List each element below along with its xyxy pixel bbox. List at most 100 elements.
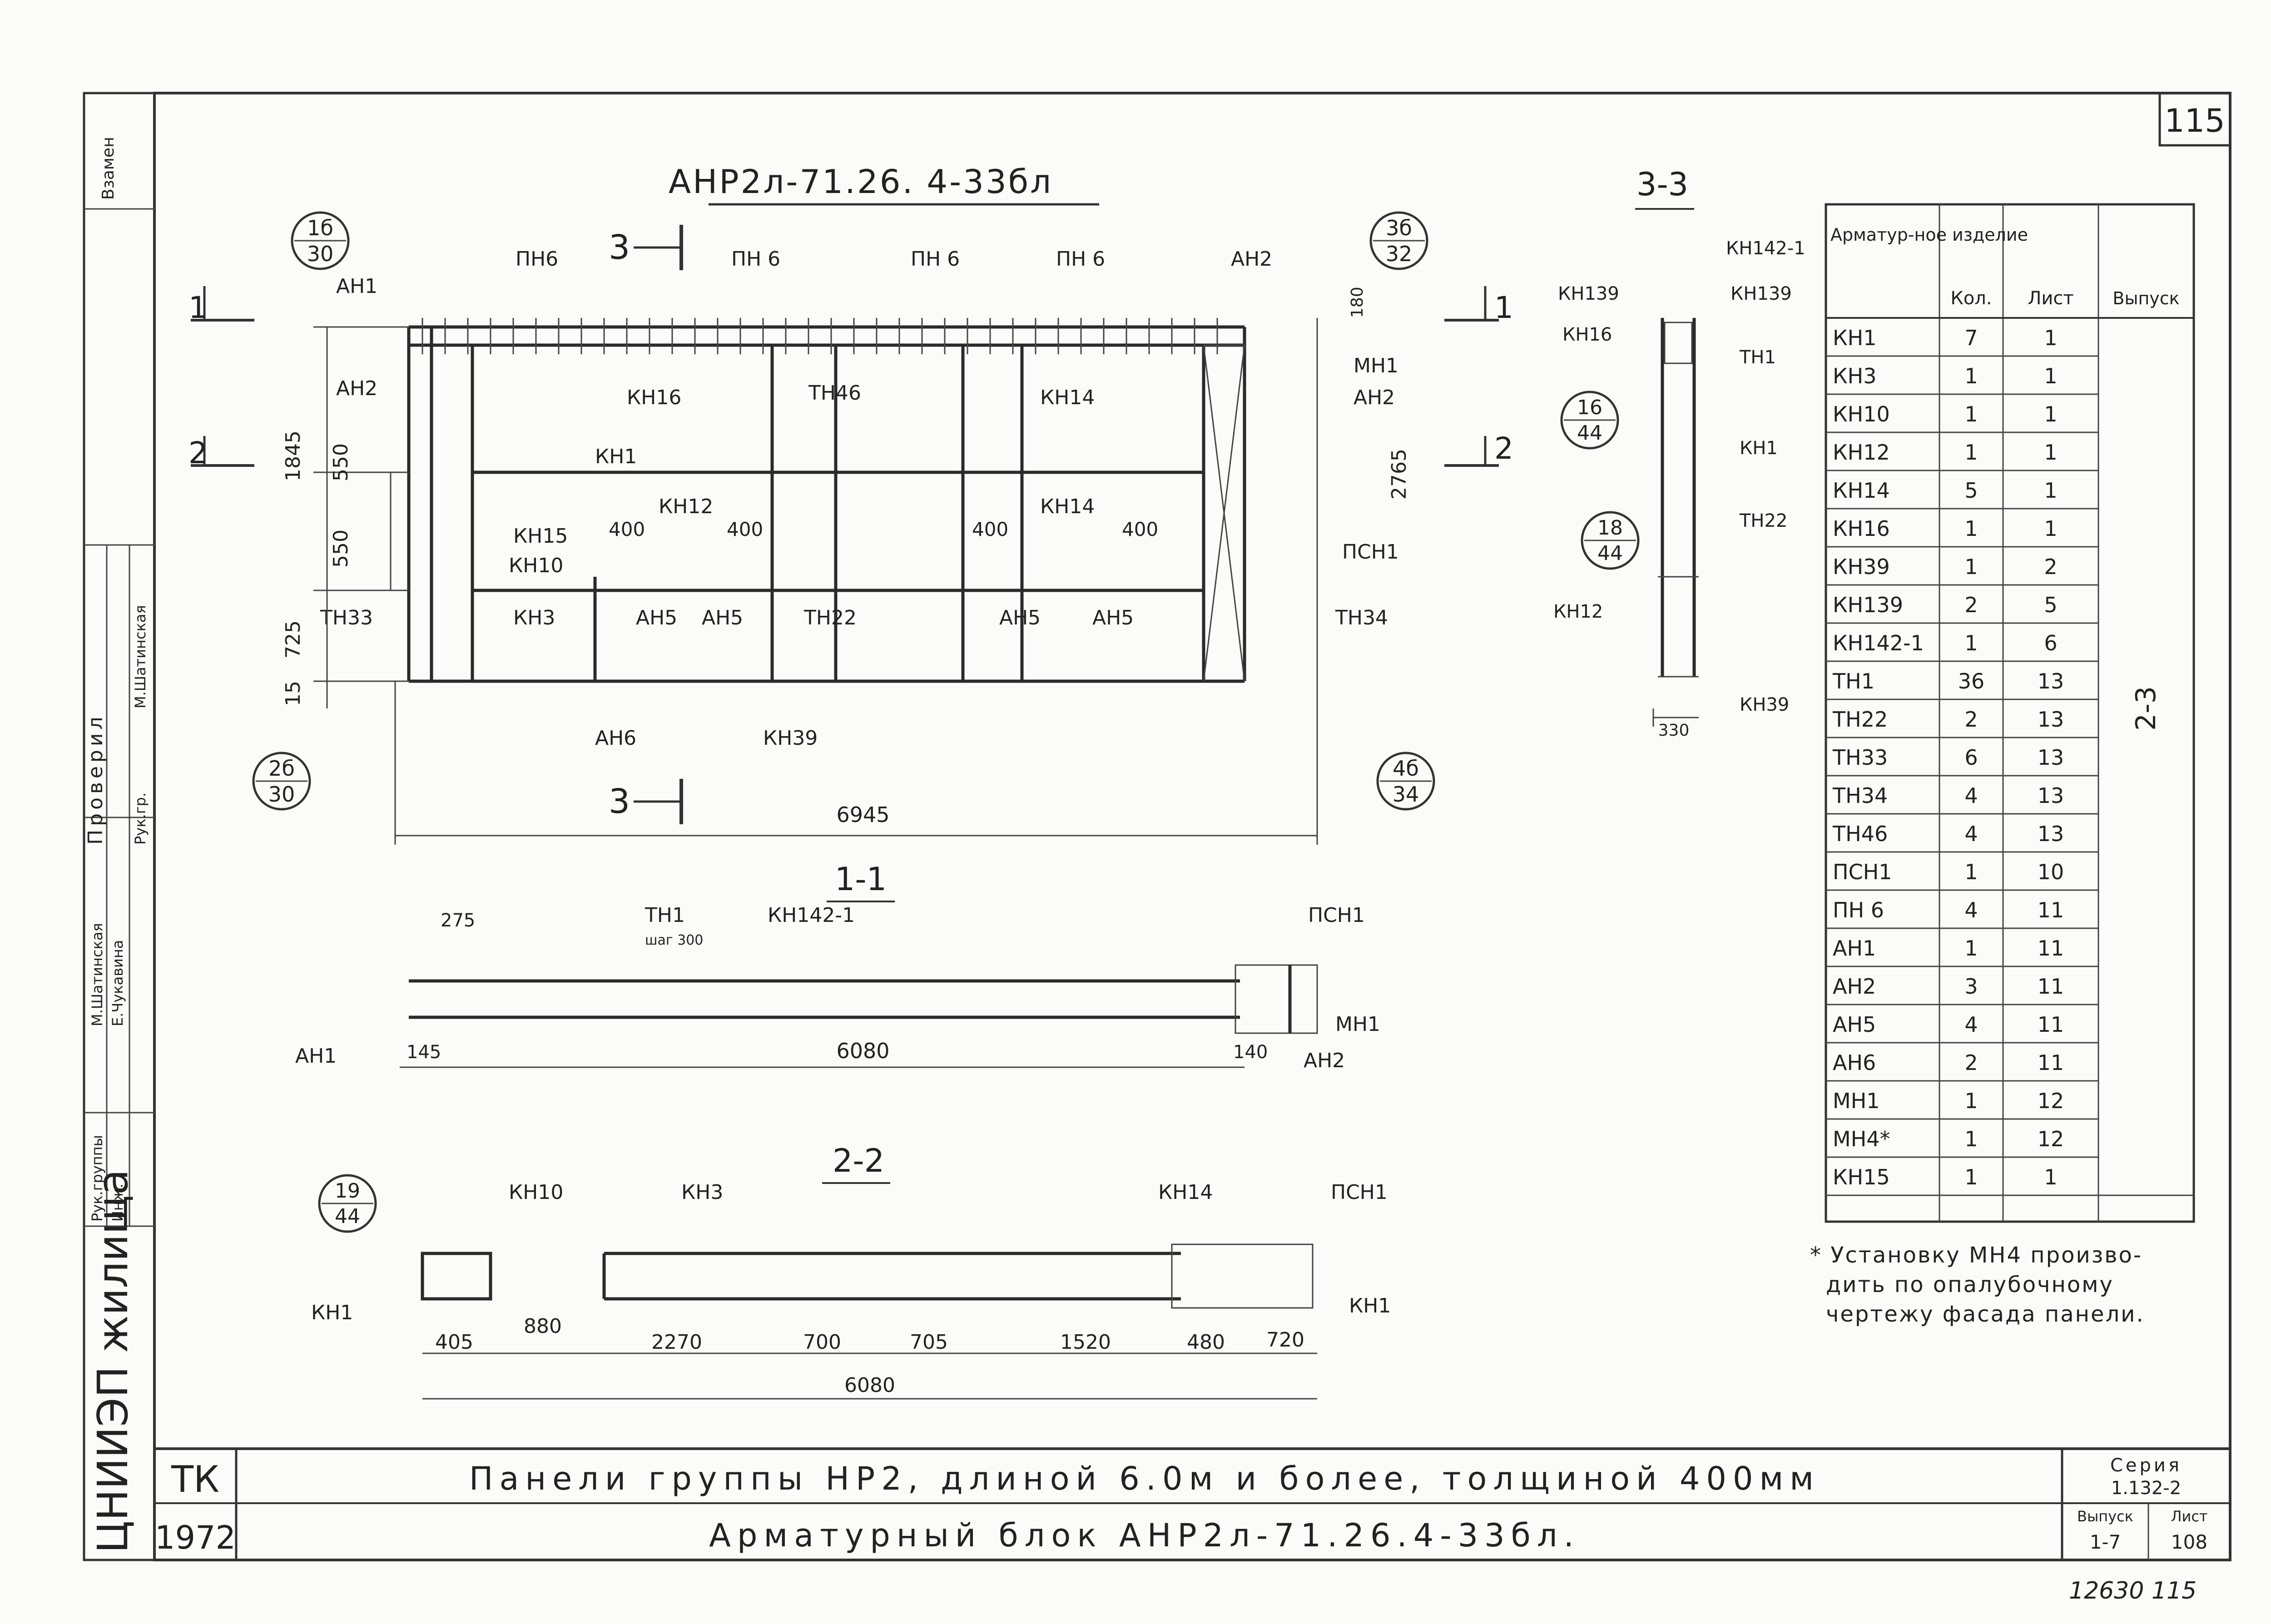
label-kn39: КН39 [763,727,818,750]
spec-cell-r11-c1: 6 [1964,745,1978,770]
title-line-1: Панели группы НР2, длиной 6.0м и более, … [469,1460,1820,1497]
s11-dim-275: 275 [441,910,475,931]
spec-cell-r22-c1: 1 [1964,1165,1978,1189]
spec-cell-r20-c2: 12 [2038,1089,2064,1113]
bubble-3-bottom: 30 [268,782,295,807]
label-an2-left: АН2 [336,377,377,400]
label-an2-right: АН2 [1354,386,1395,409]
s33-label-kn142: КН142-1 [1726,238,1805,259]
spec-cell-r3-c2: 1 [2044,440,2057,465]
elevation-ticks [421,318,1218,354]
spec-cell-r16-c2: 11 [2038,936,2064,961]
label-tn33: ТН33 [320,606,373,629]
s11-label-step: шаг 300 [645,932,703,948]
s33-label-kn1: КН1 [1740,438,1778,459]
dim-400-3: 400 [972,518,1008,540]
label-pn6-3: ПН 6 [911,248,960,271]
spec-cell-r4-c0: КН14 [1833,478,1890,503]
section-2-2-title: 2-2 [833,1142,884,1179]
issue-value: 1-7 [2090,1531,2121,1553]
s11-label-tn1: ТН1 [645,904,685,927]
spec-cell-r5-c2: 1 [2044,516,2057,541]
bubble-2-top: 3б [1386,216,1412,240]
left-strip-frame [83,92,156,1561]
spec-table: Арматур-ное изделие Кол. Лист Выпуск 2-3 [1825,203,2195,1223]
s22-label-psn1: ПСН1 [1331,1181,1388,1204]
section-1-1-title: 1-1 [835,861,887,898]
dim-1845: 1845 [282,431,305,481]
spec-cell-r19-c0: АН6 [1833,1050,1876,1075]
spec-header-issue: Выпуск [2112,288,2179,308]
bubble-4-bottom: 34 [1393,782,1419,807]
section-marks: 1 2 1 2 3 3 [188,225,1513,824]
s11-label-mn1: МН1 [1335,1013,1380,1036]
spec-cell-r9-c2: 13 [2038,669,2064,693]
section-mark-2-right: 2 [1494,431,1513,466]
series-label: Серия [2110,1455,2182,1476]
spec-cell-r6-c1: 1 [1964,555,1978,579]
spec-cell-r13-c0: ТН46 [1832,822,1888,846]
spec-cell-r6-c0: КН39 [1833,555,1890,579]
section-1-1-labels: ТН1 шаг 300 КН142-1 ПСН1 МН1 АН1 АН2 275… [295,904,1380,1072]
spec-cell-r19-c1: 2 [1964,1050,1978,1075]
dim-180: 180 [1348,287,1367,318]
spec-cell-r18-c1: 4 [1964,1012,1978,1037]
role-engineer: Инж. [109,1183,126,1222]
name-3: М.Шатинская [132,605,149,708]
spec-cell-r8-c2: 6 [2044,631,2057,655]
section-mark-2: 2 [188,436,208,470]
spec-header-sheet: Лист [2028,288,2073,309]
label-kn15: КН15 [513,525,568,548]
role-group-lead: Рук.группы [89,1135,106,1222]
year: 1972 [155,1519,236,1556]
label-psn1: ПСН1 [1342,540,1399,564]
dim-725: 725 [282,620,305,659]
s33-label-kn139-right: КН139 [1731,283,1792,304]
spec-cell-r10-c0: ТН22 [1832,707,1888,732]
spec-cell-r9-c0: ТН1 [1832,669,1874,693]
s22-label-kn3: КН3 [681,1181,723,1204]
spec-cell-r16-c0: АН1 [1833,936,1876,961]
dim-15: 15 [282,681,305,706]
s33-label-tn1: ТН1 [1739,347,1776,368]
s33-label-kn16: КН16 [1562,324,1612,345]
label-kn10: КН10 [509,554,563,577]
label-an5-4: АН5 [1092,606,1134,629]
spec-cell-r4-c1: 5 [1964,478,1978,503]
series-value: 1.132-2 [2111,1478,2181,1499]
elevation-labels: ПН6 ПН 6 ПН 6 ПН 6 АН2 АН1 АН2 КН16 ТН46… [320,248,1399,750]
label-kn1: КН1 [595,445,637,468]
label-kn3: КН3 [513,606,555,629]
s22-dim-6080: 6080 [844,1374,895,1397]
label-pn6-4: ПН 6 [1056,248,1105,271]
s11-label-an1: АН1 [295,1045,337,1068]
s33-label-tn22: ТН22 [1739,510,1787,531]
spec-cell-r14-c2: 10 [2038,860,2064,884]
s22-dim-720: 720 [1266,1328,1304,1352]
spec-cell-r15-c0: ПН 6 [1833,898,1884,922]
spec-cell-r15-c1: 4 [1964,898,1978,922]
spec-cell-r17-c2: 11 [2038,974,2064,999]
s22-label-kn1-right: КН1 [1349,1294,1391,1317]
sheet-number: 115 [2164,102,2225,139]
dim-400-2: 400 [727,518,763,540]
title-line-2: Арматурный блок АНР2л-71.26.4-33бл. [709,1517,1580,1554]
s11-label-an2: АН2 [1304,1049,1345,1072]
spec-cell-r0-c1: 7 [1964,326,1978,350]
label-tn22: ТН22 [803,606,857,629]
callout-bubbles: 1б 30 3б 32 2б 30 4б 34 [252,211,1435,811]
spec-header-qty: Кол. [1950,288,1992,309]
section-2-2-labels: КН10 КН3 КН14 ПСН1 КН1 КН1 [311,1181,1391,1324]
s33-bubble-1-bottom: 44 [1577,421,1602,445]
spec-cell-r4-c2: 1 [2044,478,2057,503]
s22-dim-705: 705 [910,1331,948,1354]
name-2: Е.Чукавина [109,940,126,1026]
label-an5-1: АН5 [636,606,677,629]
footnote-line-3: чертежу фасада панели. [1826,1302,2145,1327]
s33-dim-330: 330 [1658,721,1690,740]
sheet-number-box [2158,92,2231,147]
spec-cell-r20-c0: МН1 [1833,1089,1880,1113]
spec-cell-r3-c1: 1 [1964,440,1978,465]
